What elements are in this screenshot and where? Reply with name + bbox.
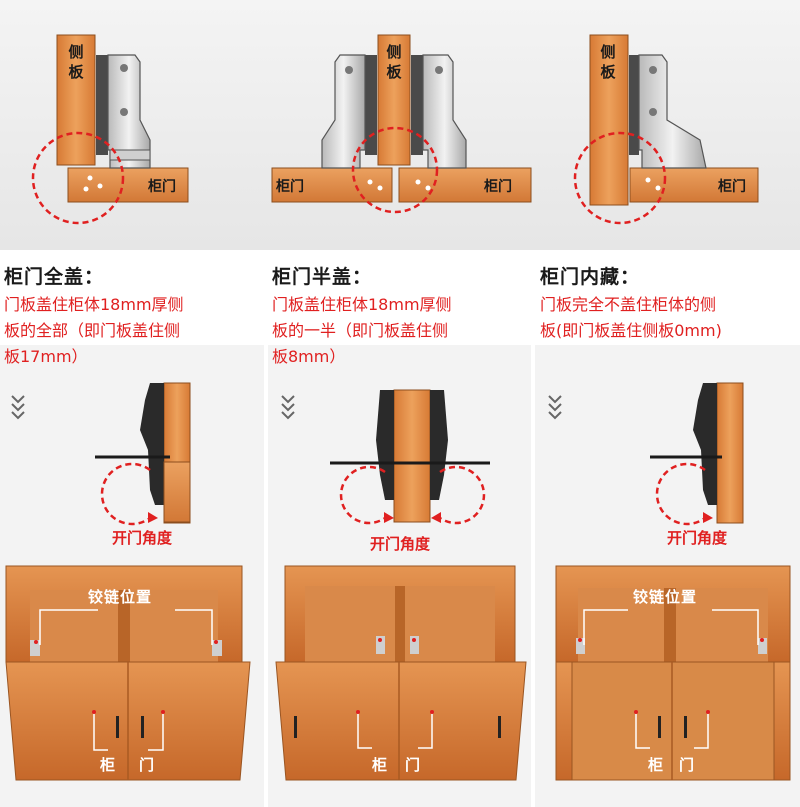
title-full-overlay: 柜门全盖： — [4, 266, 105, 288]
side-panel-char: 板 — [386, 63, 402, 81]
hinge-diagram-half-overlay — [271, 34, 532, 214]
cabinet-full-overlay — [5, 565, 251, 781]
cabinet-inset — [555, 565, 791, 781]
title-half-overlay: 柜门半盖： — [272, 266, 373, 288]
angle-diagram-inset — [650, 382, 744, 526]
title-inset: 柜门内藏： — [540, 266, 641, 288]
desc-line: 门板盖住柜体18mm厚侧 — [4, 295, 184, 314]
angle-label-full: 开门角度 — [112, 529, 173, 547]
side-panel-char: 板 — [68, 63, 84, 81]
angle-diagram-half — [330, 389, 490, 525]
desc-half-overlay: 门板盖住柜体18mm厚侧 板的一半（即门板盖住侧 板8mm） — [272, 292, 522, 370]
door-label-2b: 柜门 — [484, 179, 512, 195]
cabinet-door-label-1a: 柜 — [100, 756, 117, 774]
cabinet-door-label-1b: 门 — [139, 756, 156, 774]
side-panel-char: 侧 — [68, 43, 84, 61]
angle-label-half: 开门角度 — [370, 535, 431, 553]
angle-label-inset: 开门角度 — [667, 529, 728, 547]
hinge-diagram-full-overlay — [31, 34, 189, 225]
cabinet-door-label-3b: 门 — [679, 756, 696, 774]
desc-line: 板(即门板盖住侧板0mm) — [540, 321, 722, 340]
hinge-diagram-inset — [573, 34, 759, 225]
side-panel-label-1: 侧 板 — [67, 42, 85, 82]
desc-line: 板的一半（即门板盖住侧 — [272, 321, 449, 340]
desc-full-overlay: 门板盖住柜体18mm厚侧 板的全部（即门板盖住侧 板17mm） — [4, 292, 254, 370]
angle-diagram-full — [95, 382, 191, 526]
desc-line: 板8mm） — [272, 347, 346, 366]
side-panel-label-3: 侧 板 — [599, 42, 617, 82]
desc-inset: 门板完全不盖住柜体的侧 板(即门板盖住侧板0mm) — [540, 292, 790, 344]
door-label-1: 柜门 — [148, 179, 176, 195]
cabinet-half-overlay — [275, 565, 527, 781]
hinge-position-label-1: 铰链位置 — [88, 588, 153, 606]
cabinet-door-label-2a: 柜 — [372, 756, 389, 774]
side-panel-char: 侧 — [600, 43, 616, 61]
side-panel-char: 板 — [600, 63, 616, 81]
door-label-2a: 柜门 — [276, 179, 304, 195]
desc-line: 板的全部（即门板盖住侧 — [4, 321, 181, 340]
door-label-3: 柜门 — [718, 179, 746, 195]
side-panel-label-2: 侧 板 — [385, 42, 403, 82]
chevron-down-icon — [11, 395, 562, 420]
side-panel-char: 侧 — [386, 43, 402, 61]
desc-line: 门板完全不盖住柜体的侧 — [540, 295, 717, 314]
hinge-position-label-3: 铰链位置 — [633, 588, 698, 606]
cabinet-door-label-3a: 柜 — [648, 756, 665, 774]
cabinet-door-label-2b: 门 — [405, 756, 422, 774]
desc-line: 门板盖住柜体18mm厚侧 — [272, 295, 452, 314]
desc-line: 板17mm） — [4, 347, 88, 366]
